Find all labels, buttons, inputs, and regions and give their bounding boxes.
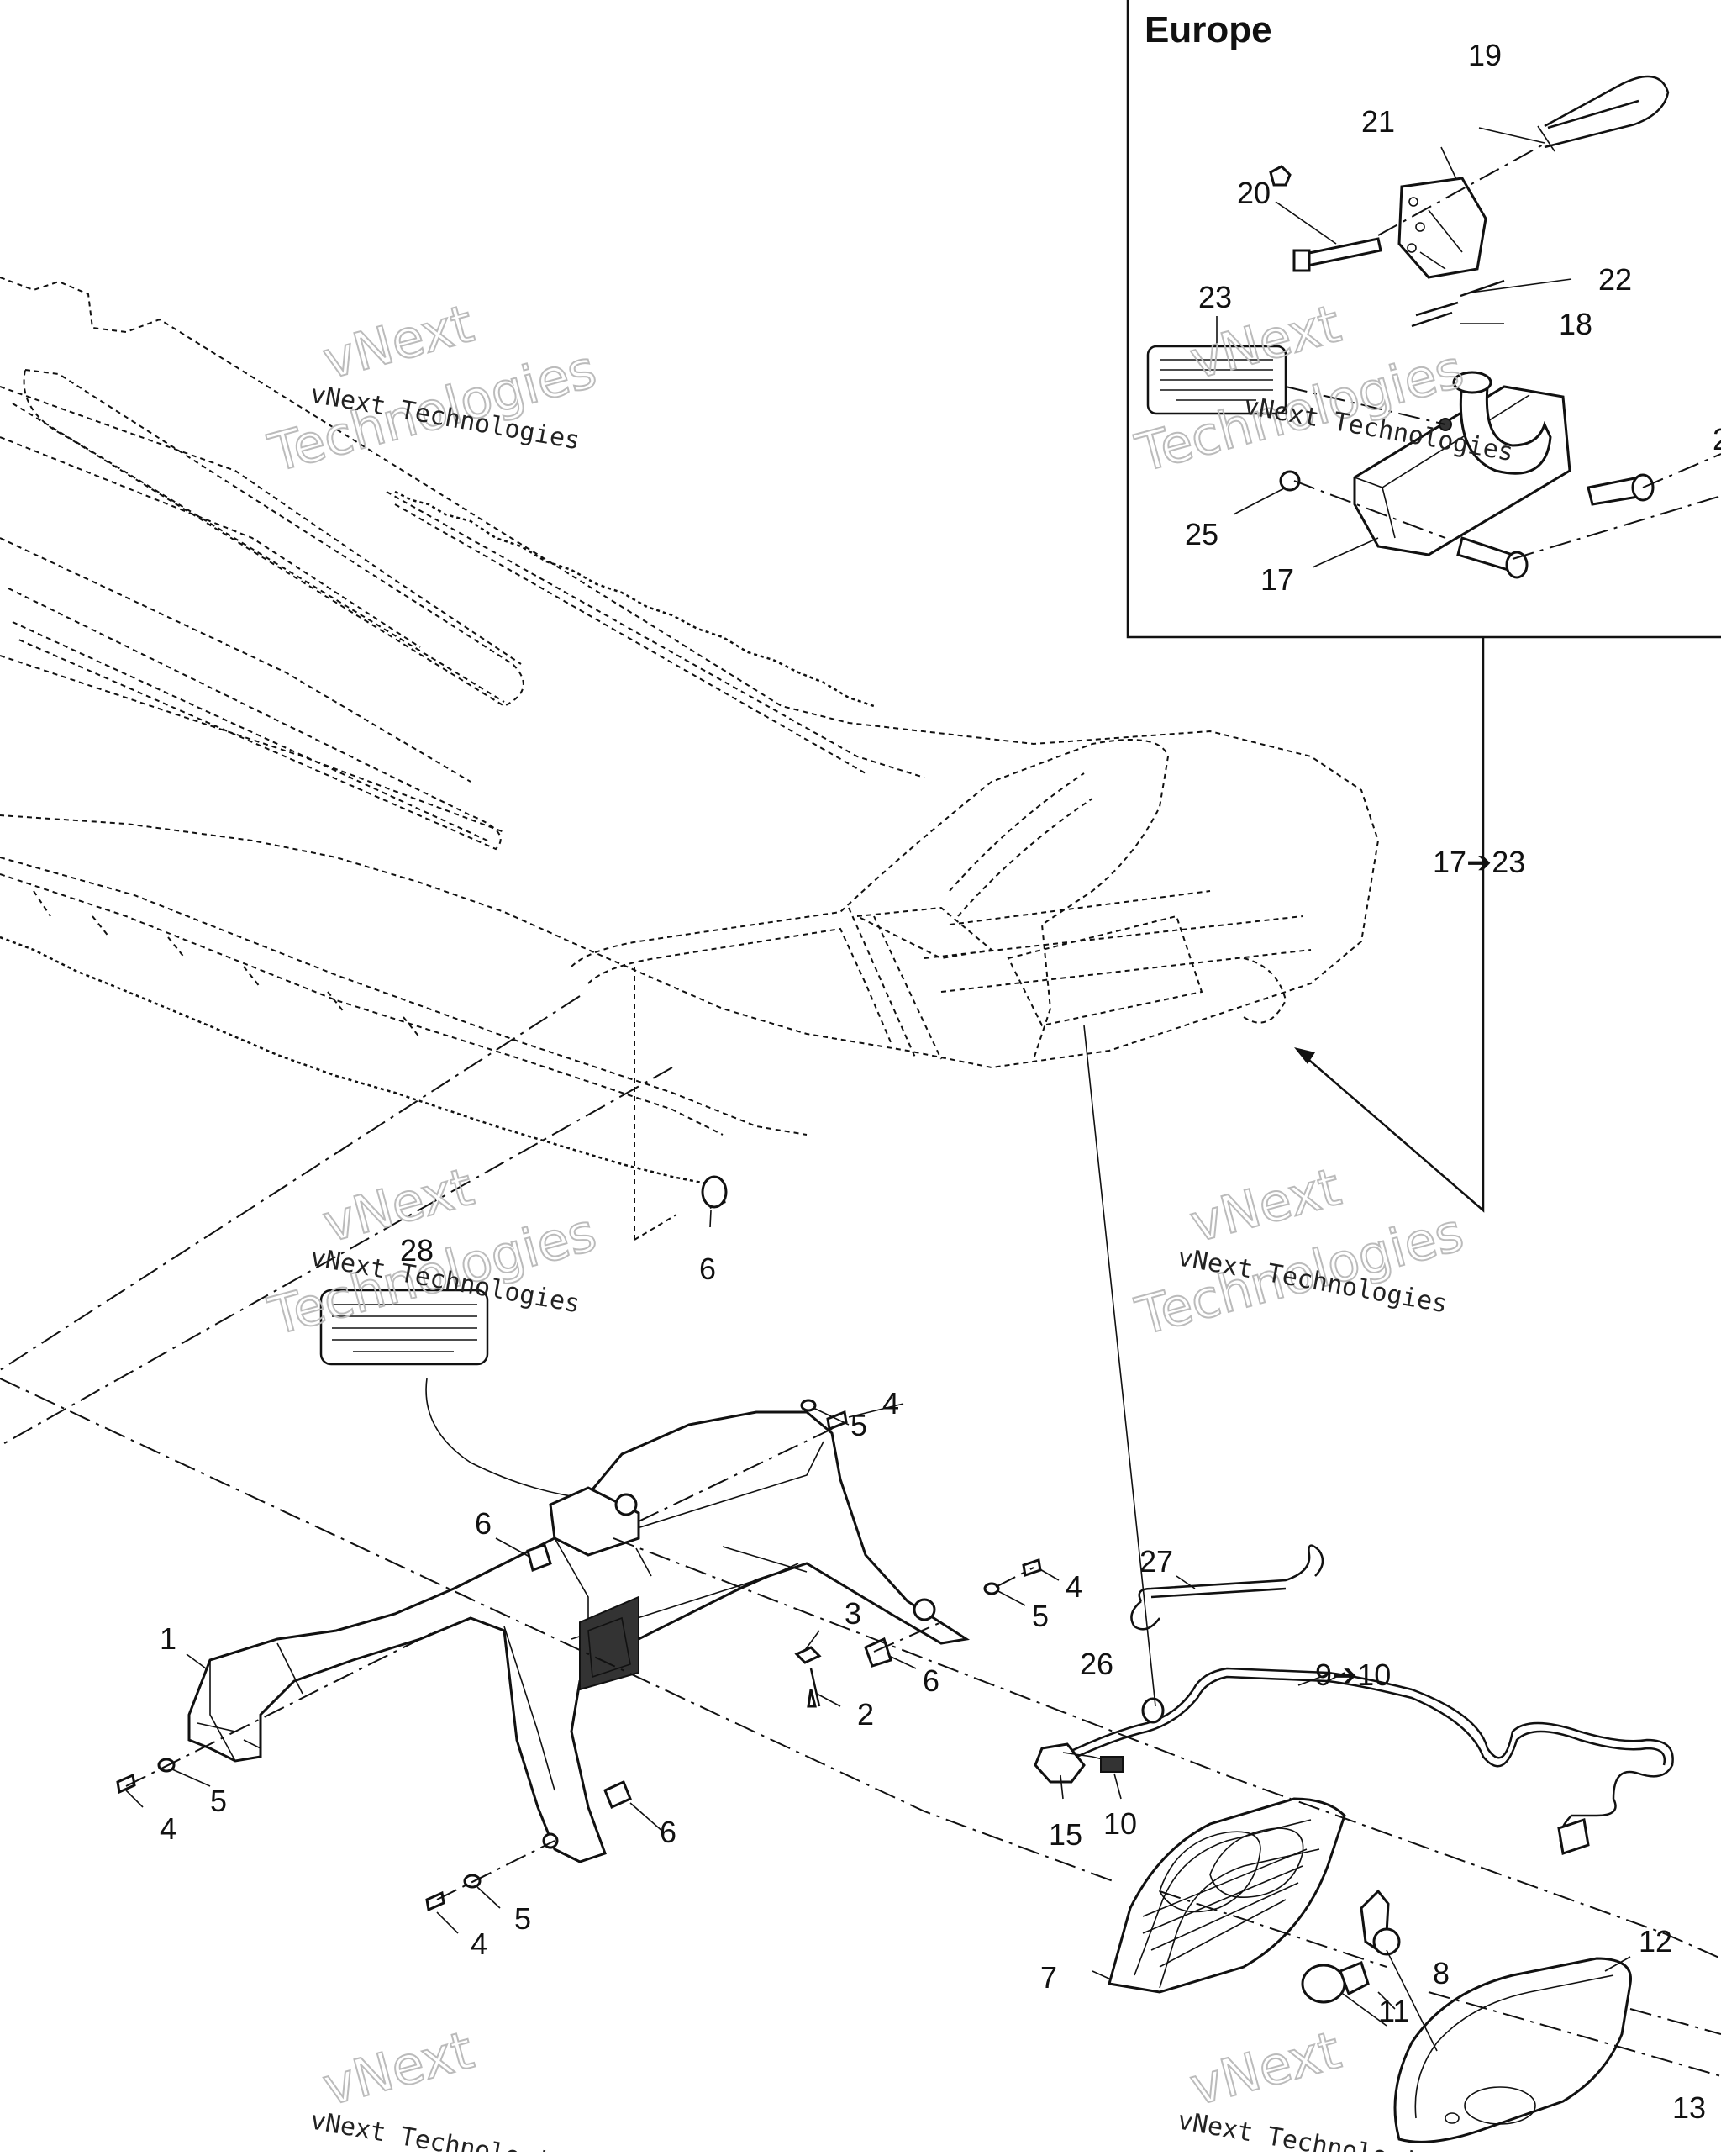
- watermark-4: vNext Technologies vNext Technologies: [1129, 1155, 1471, 1348]
- callout-21: 21: [1361, 104, 1395, 139]
- watermark-1: vNext Technologies vNext Technologies: [261, 292, 603, 485]
- callout-6-frame: 6: [699, 1252, 716, 1286]
- callout-23: 23: [1198, 280, 1232, 314]
- callout-18: 18: [1559, 307, 1592, 341]
- warning-label-23: [1146, 345, 1287, 415]
- watermark-5: vNext vNext Technologies: [308, 2018, 582, 2156]
- callout-4-bottom: 4: [471, 1927, 487, 1961]
- hitch-pin-part: [1537, 75, 1670, 152]
- svg-text:vNext: vNext: [317, 2019, 480, 2117]
- callout-2: 2: [857, 1697, 874, 1732]
- callout-5-left: 5: [210, 1784, 227, 1818]
- hitch-bracket-part: [1269, 165, 1487, 279]
- callout-24-partial: 2: [1713, 422, 1721, 456]
- callout-12: 12: [1639, 1924, 1672, 1958]
- callout-15: 15: [1049, 1817, 1082, 1852]
- europe-inset: Europe: [1126, 0, 1721, 639]
- leader-lines: [125, 1025, 1631, 2052]
- callout-4-right: 4: [1066, 1569, 1082, 1604]
- callout-22: 22: [1598, 262, 1632, 297]
- callout-19: 19: [1468, 38, 1502, 72]
- callout-1: 1: [160, 1621, 176, 1656]
- svg-text:vNext: vNext: [1184, 2019, 1347, 2117]
- bulb-parts: [1301, 1889, 1401, 2004]
- taillight-housing-part: [1108, 1797, 1346, 1994]
- inset-arrow: [1294, 637, 1485, 1213]
- callout-6-bumper: 6: [475, 1506, 492, 1541]
- hardware-parts: [116, 1175, 1042, 1912]
- warning-label-28: [319, 1289, 572, 1497]
- callout-6-center: 6: [923, 1663, 939, 1698]
- spring-pin-part: [1411, 279, 1505, 328]
- callout-4-top: 4: [882, 1386, 899, 1421]
- callout-3: 3: [845, 1596, 861, 1631]
- callout-28: 28: [400, 1233, 434, 1268]
- watermarks: vNext Technologies vNext Technologies vN…: [261, 292, 1515, 2156]
- watermark-3: vNext Technologies vNext Technologies: [261, 1155, 603, 1348]
- inset-title: Europe: [1145, 9, 1272, 50]
- callout-9-10: 9➔10: [1315, 1658, 1391, 1692]
- callout-17-23: 17➔23: [1433, 845, 1525, 879]
- svg-text:vNext Technologies: vNext Technologies: [308, 2106, 582, 2152]
- callout-labels: 1 2 3 4 4 4 4 5 5 5 5 6 6 6 6 7 8 9➔10 1…: [160, 38, 1721, 2125]
- callout-4-left: 4: [160, 1811, 176, 1846]
- assembly-axis-2: [613, 1537, 1721, 1959]
- taillight-lens-part: [1393, 1957, 1632, 2143]
- rear-bumper-part: [187, 1410, 971, 1863]
- callout-17: 17: [1260, 562, 1294, 597]
- callout-27: 27: [1139, 1544, 1173, 1579]
- assembly-axis: [0, 1378, 1721, 2077]
- callout-5-top: 5: [850, 1408, 867, 1442]
- callout-8: 8: [1433, 1956, 1450, 1990]
- wiring-harness-part: [1034, 1544, 1674, 1855]
- vehicle-frame: [0, 277, 1380, 1447]
- callout-10: 10: [1103, 1806, 1137, 1841]
- callout-7: 7: [1040, 1960, 1057, 1995]
- callout-26: 26: [1080, 1647, 1113, 1681]
- assembly-axis-3: [638, 1428, 833, 1522]
- callout-13: 13: [1672, 2090, 1706, 2125]
- callout-6-lower: 6: [660, 1815, 676, 1849]
- callout-5-right: 5: [1032, 1599, 1049, 1633]
- callout-25: 25: [1185, 517, 1218, 551]
- callout-20: 20: [1237, 176, 1271, 210]
- callout-5-bottom: 5: [514, 1901, 531, 1936]
- callout-11: 11: [1378, 1994, 1409, 2028]
